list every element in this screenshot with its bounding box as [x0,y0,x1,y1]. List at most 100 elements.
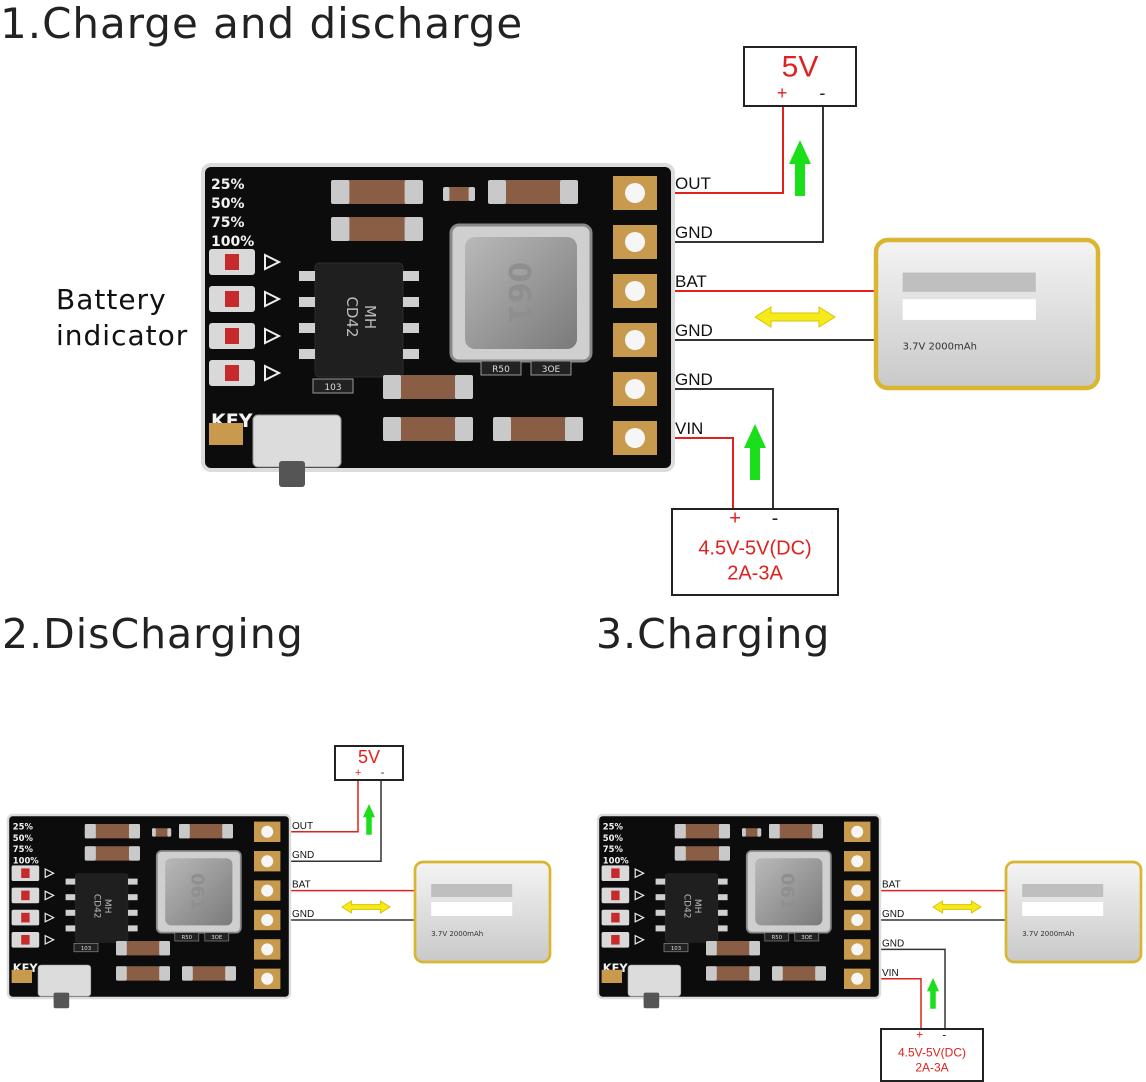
dis-level-4: 100% [13,856,40,866]
main-battery-label-white [902,299,1036,320]
main-input-line2: 2A-3A [727,563,783,585]
smd-component [331,180,423,204]
main-chip-pin [403,271,419,281]
dis-led-core-2 [21,890,30,901]
chg-arrow-battery [932,900,982,914]
main-resistor-label-1: 103 [324,383,341,393]
smd-component [84,824,140,839]
main-chip-pin [403,323,419,333]
smd-terminal [742,828,746,837]
chg-resistor-label-3: 3OE [801,935,813,941]
smd-component [383,375,473,399]
main-battery-spec: 3.7V 2000mAh [903,342,977,353]
smd-component [742,828,762,837]
main-level-3: 75% [211,215,245,231]
dis-output-voltage: 5V [358,747,380,767]
dis-led-core-3 [21,912,30,923]
chg-chip [664,873,719,943]
smd-component [706,966,760,981]
smd-component [769,824,823,839]
chg-input-box [880,1028,984,1082]
smd-terminal [674,824,686,839]
smd-terminal [383,375,401,399]
chg-pin-label-5: GND [882,938,904,949]
chg-battery: 3.7V 2000mAh [1004,860,1143,964]
chg-resistor [663,943,689,953]
dis-chip-text: MHCD42 [91,894,112,919]
chg-level-1: 25% [603,821,624,831]
main-led-marker-2 [264,290,282,308]
main-inductor-text: 061 [501,262,536,325]
chg-level-4: 100% [603,856,630,866]
main-led-core-4 [225,365,239,381]
main-led-core-2 [225,291,239,307]
dis-battery-label-blur [431,884,513,897]
chg-pad-hole-5 [851,943,864,956]
dis-led-core-1 [21,868,30,878]
main-wire-out [635,96,784,194]
main-pad-hole-3 [625,281,645,301]
smd-terminal [331,180,350,204]
dis-chip-line1: MH [102,899,112,914]
smd-terminal [749,941,760,956]
chg-input-minus: - [942,1027,946,1041]
smd-component [182,966,237,981]
chg-battery-label-blur [1022,884,1104,897]
chg-pad-hole-1 [851,825,864,838]
smd-component [331,217,423,241]
dis-pad-hole-2 [261,855,274,868]
smd-terminal [560,180,578,204]
chg-arrow-in [926,978,940,1009]
smd-component [179,824,234,839]
smd-terminal [488,180,506,204]
dis-chip-pin [65,925,76,932]
chg-pad-hole-3 [851,884,864,897]
main-pad-hole-2 [625,232,645,252]
main-pin-label-1: OUT [675,174,711,193]
main-input-plus: + [729,507,741,529]
dis-inductor [165,858,233,926]
main-chip-pin [403,349,419,359]
smd-terminal [455,417,473,441]
dis-wire-out [268,776,359,833]
dis-output-plus: + [355,767,361,779]
dis-resistor [174,932,200,942]
smd-component [488,180,578,204]
smd-terminal [468,187,475,201]
dis-resistor [204,932,230,942]
main-wire-in-gnd [635,388,774,512]
main-output-plus: + [777,83,788,103]
smd-terminal [706,941,717,956]
chg-chip-text: MHCD42 [681,894,702,919]
chg-chip-pin [655,878,666,885]
dis-battery-label-white [431,902,513,916]
dis-resistor-label-1: 103 [81,946,91,952]
dis-pin-label-3: BAT [292,880,311,891]
chg-resistor-label-2: R50 [771,935,782,941]
main-switch-knob [279,461,305,487]
dis-battery-spec: 3.7V 2000mAh [431,930,483,938]
dis-pin-label-1: OUT [292,821,313,832]
main-pad-hole-4 [625,330,645,350]
main-battery-label-blur [902,272,1036,292]
dis-pin-label-4: GND [292,909,314,920]
smd-terminal [128,846,140,861]
smd-terminal [404,180,423,204]
main-battery: 3.7V 2000mAh [873,237,1101,391]
chg-wire-in-gnd [858,948,946,1032]
battery-indicator-label: Battery indicator [56,282,188,354]
smd-terminal [706,966,717,981]
main-chip [314,262,404,378]
dis-arrow-battery [341,900,391,914]
chg-pad-hole-2 [851,855,864,868]
dis-output-minus: - [381,767,385,779]
battery-indicator-line2: indicator [56,319,189,352]
main-led-marker-4 [264,364,282,382]
main-switch [252,414,342,468]
charging-heading: 3.Charging [596,610,831,658]
dis-pad-hole-3 [261,884,274,897]
main-resistor-label-2: R50 [492,365,510,375]
chg-battery-spec: 3.7V 2000mAh [1022,930,1074,938]
